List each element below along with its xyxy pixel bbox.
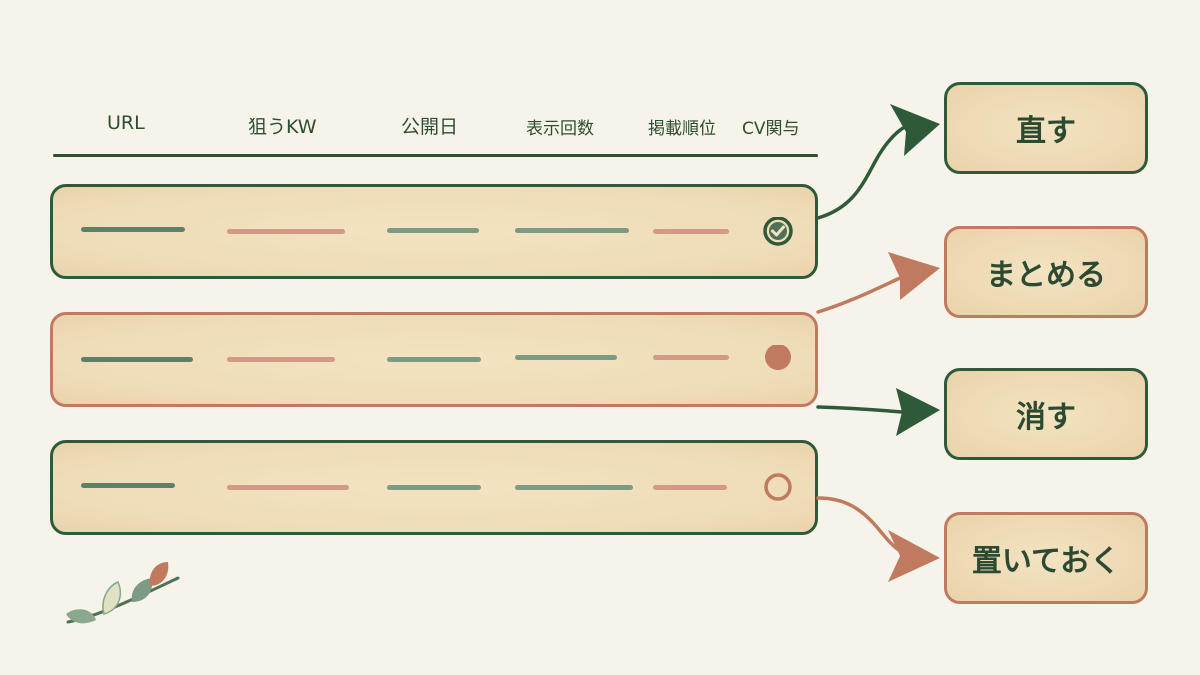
action-fix[interactable]: 直す (944, 82, 1148, 174)
cell-date-placeholder (387, 357, 481, 362)
filled-dot-icon (765, 345, 791, 370)
cell-date-placeholder (387, 228, 479, 233)
cell-ranking-placeholder (653, 355, 729, 360)
cell-keyword-placeholder (227, 229, 345, 234)
column-header-cv: CV関与 (742, 119, 800, 139)
cell-url-placeholder (81, 483, 175, 488)
cell-impressions-placeholder (515, 228, 629, 233)
action-merge[interactable]: まとめる (944, 226, 1148, 318)
cell-url-placeholder (81, 357, 193, 362)
arrow-icon (816, 104, 940, 220)
arrow-icon (816, 496, 940, 582)
arrow-icon (816, 252, 940, 314)
empty-circle-icon (764, 473, 792, 501)
cell-date-placeholder (387, 485, 481, 490)
column-header-ranking: 掲載順位 (648, 119, 716, 139)
column-header-impressions: 表示回数 (526, 119, 594, 139)
action-keep[interactable]: 置いておく (944, 512, 1148, 604)
cell-url-placeholder (81, 227, 185, 232)
table-row-3[interactable] (50, 440, 818, 535)
arrow-icon (816, 388, 940, 436)
column-header-publish-date: 公開日 (401, 116, 459, 138)
cell-impressions-placeholder (515, 485, 633, 490)
cell-ranking-placeholder (653, 229, 729, 234)
header-divider (53, 154, 818, 157)
column-header-keyword: 狙うKW (248, 116, 317, 138)
cell-keyword-placeholder (227, 357, 335, 362)
table-row-1[interactable] (50, 184, 818, 279)
cell-keyword-placeholder (227, 485, 349, 490)
cell-ranking-placeholder (653, 485, 727, 490)
cell-impressions-placeholder (515, 355, 617, 360)
leaf-sprig-icon (66, 562, 180, 624)
column-header-url: URL (107, 112, 145, 134)
check-circle-icon (763, 217, 793, 246)
action-delete[interactable]: 消す (944, 368, 1148, 460)
table-row-2[interactable] (50, 312, 818, 407)
